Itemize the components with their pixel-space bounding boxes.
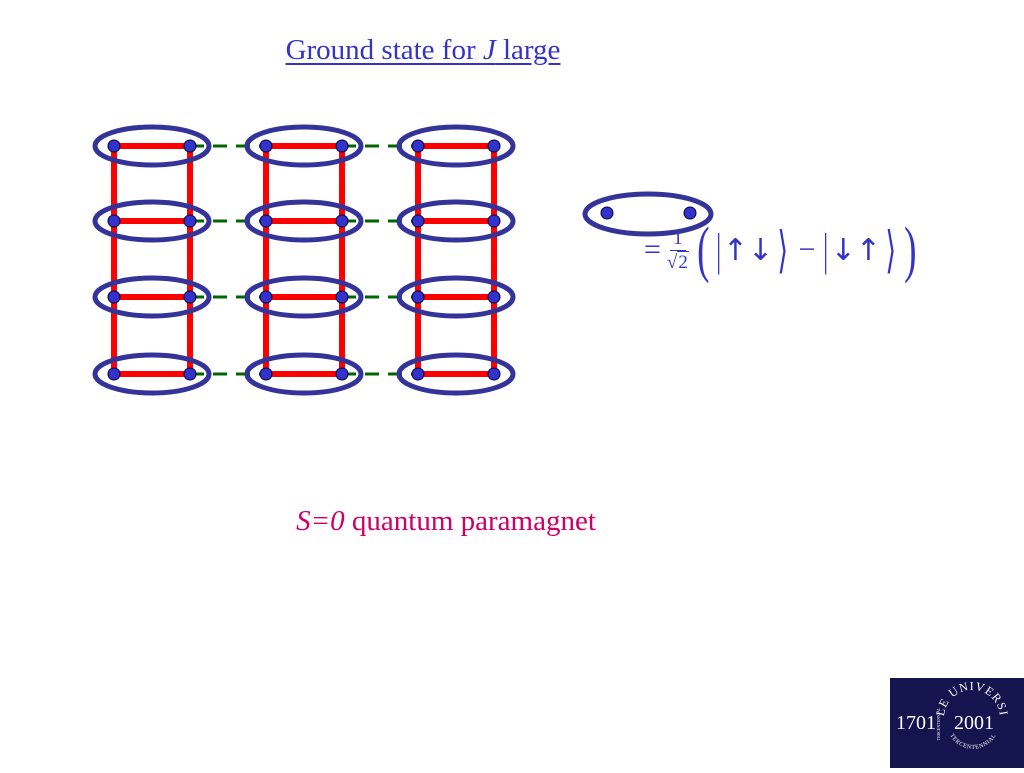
spin-site [183,290,197,304]
singlet-dimer-legend [582,191,714,237]
state-caption: S=0 quantum paramagnet [0,505,892,538]
dimer-ring [92,352,212,396]
title-suffix: large [495,34,561,66]
spin-site [183,139,197,153]
dimer-ring [244,275,364,319]
ket1-bar: | [715,224,721,275]
legend-site-right [683,206,697,220]
spin-site [487,367,501,381]
dimer-ring [92,275,212,319]
spin-symbol: S [296,505,311,537]
dimer-ring [92,124,212,168]
interladder-bonds [190,144,418,376]
formula-radicand: 2 [677,250,689,273]
formula-numerator: 1 [670,229,686,251]
dimer-ring [244,352,364,396]
caption-text: quantum paramagnet [344,505,596,537]
spin-site [259,367,273,381]
spin-site [335,367,349,381]
ket2-spins: ↓↑ [830,232,881,268]
dimer-ring [244,124,364,168]
title-prefix: Ground state for [285,34,483,66]
dimer-ring [92,199,212,243]
spin-site [487,139,501,153]
ladder-bonds [111,143,497,377]
logo-year-right: 2001 [954,712,994,734]
close-paren: ) [904,216,917,284]
ket1-angle: ⟩ [777,222,789,278]
open-paren: ( [696,216,710,284]
dimer-rings [92,124,516,396]
spin-site [259,214,273,228]
formula-fraction: 1 √2 [666,229,689,273]
spin-site [411,290,425,304]
spin-site [487,214,501,228]
spin-site [183,214,197,228]
slide-title: Ground state for J large [0,34,846,67]
logo-year-left: 1701 [896,712,936,734]
spin-site [335,290,349,304]
logo-graphic: YALE UNIVERSITY TERCENTENNIAL 1701 2001 … [885,667,1010,751]
ket2-bar: | [823,224,829,275]
dimer-ring [244,199,364,243]
title-variable: J [482,34,496,66]
dimer-ring [396,275,516,319]
ket1-spins: ↑↓ [722,232,774,268]
formula-minus: − [798,233,816,266]
spin-site [487,290,501,304]
legend-site-left [600,206,614,220]
spin-value: =0 [310,505,345,537]
spin-site [107,214,121,228]
legend-dimer-ring [582,191,714,237]
spin-site [335,139,349,153]
yale-tercentennial-logo: YALE UNIVERSITY TERCENTENNIAL 1701 2001 … [885,667,1024,768]
spin-site [259,290,273,304]
logo-arc-bottom: TERCENTENNIAL [948,733,997,751]
spin-sites [107,139,501,381]
dimer-ring [396,199,516,243]
dimer-ring [396,352,516,396]
spin-site [107,367,121,381]
spin-site [259,139,273,153]
logo-arc-left: TERCENTENNIAL [936,707,941,740]
spin-site [107,139,121,153]
sqrt-symbol: √ [666,251,678,273]
spin-site [107,290,121,304]
spin-site [411,139,425,153]
singlet-formula: = 1 √2 ( | ↑↓ ⟩ − | ↓↑ ⟩ ) [644,214,921,286]
spin-site [411,214,425,228]
spin-site [411,367,425,381]
spin-site [335,214,349,228]
formula-equals: = [644,233,661,266]
spin-site [183,367,197,381]
ket2-angle: ⟩ [885,222,897,278]
dimer-ring [396,124,516,168]
formula-denominator: √2 [666,250,689,273]
